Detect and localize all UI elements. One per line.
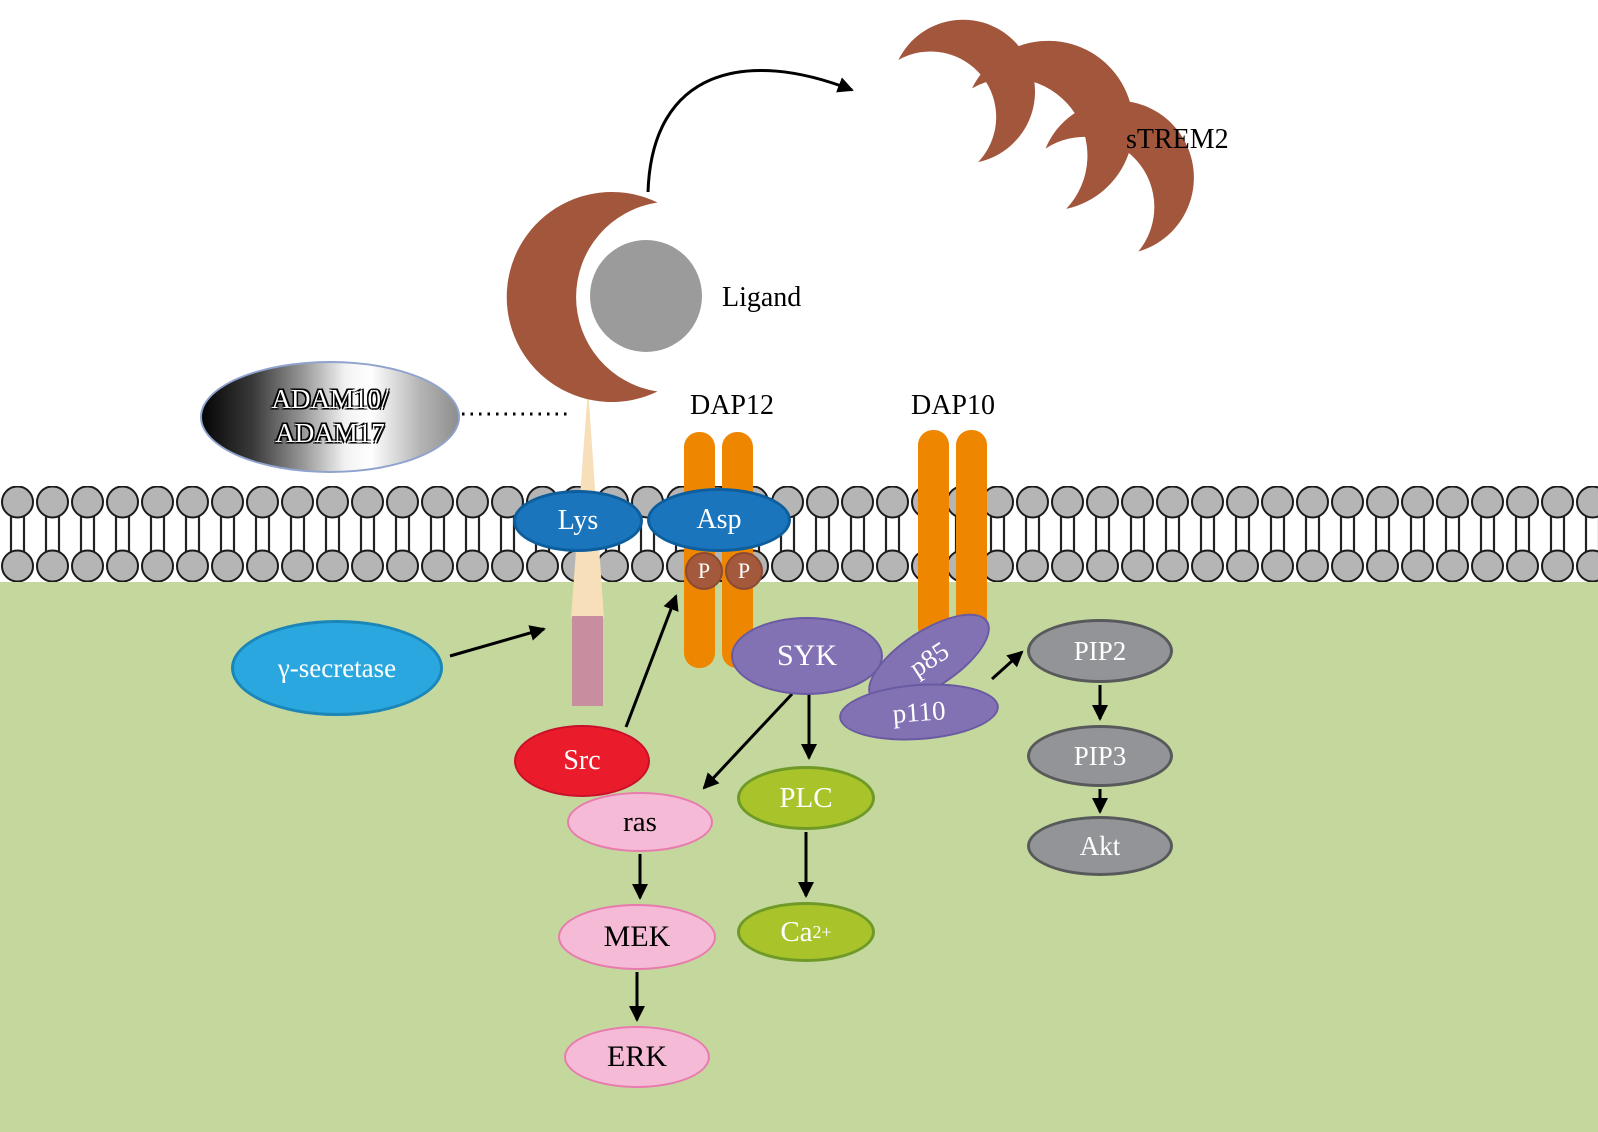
gamma-secretase-node: γ-secretase — [231, 620, 443, 716]
mek-node: MEK — [558, 904, 716, 970]
plc-node: PLC — [737, 766, 875, 830]
adam-line2: ADAM17 — [275, 418, 385, 448]
arrow-pi3k-to-pip2 — [990, 650, 1024, 681]
arrow-src-to-phospho — [624, 594, 679, 728]
dap10-label: DAP10 — [910, 390, 995, 421]
adam-sheddase-node: ADAM10/ ADAM17 — [200, 361, 460, 473]
src-node: Src — [514, 725, 650, 797]
arrow-syk-to-ras-branch — [702, 692, 794, 790]
lipid-bilayer-membrane — [0, 486, 1598, 582]
strem2-label: sTREM2 — [1126, 124, 1229, 155]
phospho-p-right: P — [725, 552, 763, 590]
receptor-stalk-intracellular — [572, 616, 603, 706]
erk-node: ERK — [564, 1026, 710, 1088]
ras-node: ras — [567, 792, 713, 852]
syk-node: SYK — [731, 617, 883, 695]
pip2-node: PIP2 — [1027, 619, 1173, 683]
arrow-gamma-secretase-to-stalk — [449, 625, 546, 658]
ligand-circle — [590, 240, 702, 352]
dap12-label: DAP12 — [689, 390, 774, 421]
arrow-shedding-to-strem2 — [646, 68, 854, 193]
adam-line1: ADAM10/ — [271, 384, 389, 415]
dap10-bar-left — [918, 430, 949, 642]
ligand-label: Ligand — [722, 282, 802, 313]
calcium-base: Ca — [780, 915, 813, 948]
pip3-node: PIP3 — [1027, 725, 1173, 787]
akt-node: Akt — [1027, 816, 1173, 876]
asp-residue-node: Asp — [647, 488, 791, 552]
lys-residue-node: Lys — [513, 490, 643, 552]
phospho-p-left: P — [685, 552, 723, 590]
dap10-bar-right — [956, 430, 987, 642]
